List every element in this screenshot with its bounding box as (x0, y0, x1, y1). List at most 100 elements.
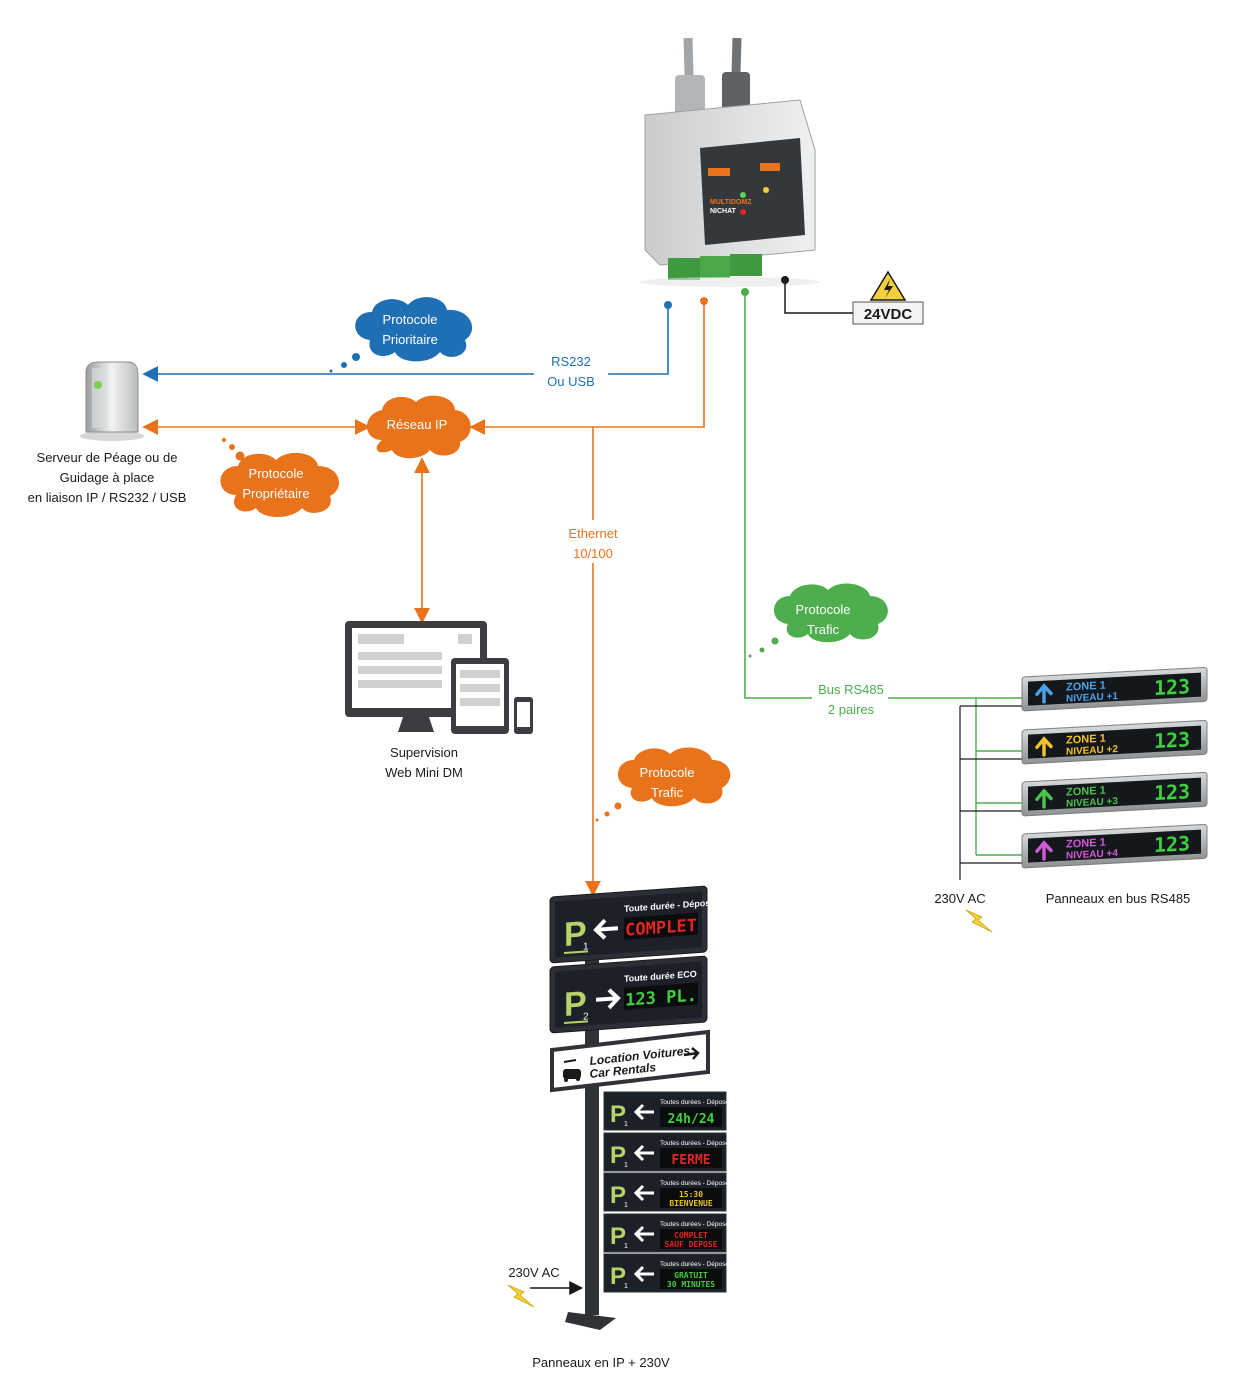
led-display-text: SAUF DEPOSE (665, 1240, 718, 1249)
ethernet-label-2: 10/100 (573, 546, 613, 561)
panel-screen (1028, 829, 1201, 863)
led-display (660, 1269, 722, 1289)
parking-sub: 1 (624, 1121, 628, 1128)
panel-zone: ZONE 1 (1066, 837, 1106, 851)
car-rental-sign: Location Voitures Car Rentals (550, 1029, 710, 1093)
device-brand: MULTIDOMZ (710, 199, 752, 206)
rs232-label-2: Ou USB (547, 374, 595, 389)
panel-niveau: NIVEAU +4 (1066, 848, 1118, 862)
panel-niveau: NIVEAU +2 (1066, 744, 1118, 758)
parking-p-letter: P (610, 1101, 626, 1128)
arrow-left-icon (633, 1144, 654, 1162)
sign-title: Toutes durées - Dépose (660, 1140, 729, 1147)
car-rental-line-2: Car Rentals (589, 1060, 657, 1081)
led-display (660, 1148, 722, 1168)
parking-sub: 1 (624, 1243, 628, 1250)
power-badge (852, 301, 924, 325)
rs485-power-label: 230V AC (934, 891, 985, 906)
arrow-left-icon (633, 1265, 654, 1283)
arrow-right-icon (596, 988, 621, 1010)
p-underline (564, 950, 588, 955)
led-display-text: 30 MINUTES (667, 1280, 715, 1289)
server-caption-line-1: Serveur de Péage ou de (37, 450, 178, 465)
ip-power: 230V AC (507, 1265, 584, 1308)
led-display (624, 912, 698, 940)
lightning-icon (507, 1284, 535, 1308)
led-display (624, 982, 698, 1010)
parking-p-letter: P (564, 984, 587, 1024)
power-label: 24VDC (864, 306, 913, 323)
cloud-protocole-proprietaire: Protocole Propriétaire (220, 438, 340, 517)
lightning-icon (965, 909, 993, 933)
arrow-right-icon (683, 1047, 700, 1060)
led-display-text: GRATUIT (674, 1271, 708, 1280)
panel-count: 123 (1154, 779, 1190, 805)
rs485-caption: Panneaux en bus RS485 (1046, 891, 1191, 906)
arrow-up-icon (1035, 683, 1053, 704)
arrow-up-icon (1035, 736, 1053, 757)
arrow-up-icon (1035, 788, 1053, 809)
ip-network-links: Ethernet 10/100 (142, 297, 708, 897)
parking-p-letter: P (610, 1142, 626, 1169)
cloud-trafic-ip-line-1: Protocole (640, 765, 695, 780)
rs485-bus-links: Bus RS485 2 paires (741, 288, 1030, 880)
panel-screen (1028, 672, 1201, 706)
cloud-protocole-trafic-ip: Protocole Trafic (595, 747, 731, 822)
panel-count: 123 (1154, 727, 1190, 753)
rs485-label-2: 2 paires (828, 702, 875, 717)
arrow-left-icon (633, 1103, 654, 1121)
cloud-proprietaire-line-2: Propriétaire (242, 486, 309, 501)
server-caption: Serveur de Péage ou de Guidage à place e… (28, 450, 187, 505)
panel-count: 123 (1154, 674, 1190, 700)
server-tower-icon (80, 361, 144, 441)
panel-count: 123 (1154, 831, 1190, 857)
led-display-text: COMPLET (674, 1231, 708, 1240)
supervision-caption-line-2: Web Mini DM (385, 765, 463, 780)
panel-niveau: NIVEAU +1 (1066, 691, 1118, 705)
cloud-trafic-bus-line-2: Trafic (807, 622, 840, 637)
led-display-text: FERME (671, 1153, 710, 1168)
sign-title: Toutes durées - Dépose (660, 1221, 729, 1228)
parking-sub: 1 (583, 941, 589, 952)
panel-zone: ZONE 1 (1066, 785, 1106, 799)
rs485-label-1: Bus RS485 (818, 682, 884, 697)
cloud-protocole-trafic-bus: Protocole Trafic (748, 583, 888, 658)
led-display (660, 1188, 722, 1208)
led-display (660, 1107, 722, 1127)
parking-p-letter: P (610, 1223, 626, 1250)
arrow-up-icon (1035, 840, 1053, 861)
parking-p-letter: P (564, 914, 587, 954)
parking-sub: 2 (583, 1011, 589, 1022)
arrow-left-icon (633, 1225, 654, 1243)
ip-power-label: 230V AC (508, 1265, 559, 1280)
panel-niveau: NIVEAU +3 (1066, 796, 1118, 810)
led-display (660, 1229, 722, 1249)
server-caption-line-3: en liaison IP / RS232 / USB (28, 490, 187, 505)
sign-title: Toutes durées - Dépose (660, 1180, 729, 1187)
car-rental-icon (563, 1059, 581, 1082)
supervision-caption-line-1: Supervision (390, 745, 458, 760)
sign-title: Toutes durées - Dépose (660, 1099, 729, 1106)
panel-zone: ZONE 1 (1066, 680, 1106, 694)
cloud-prioritaire-line-2: Prioritaire (382, 332, 438, 347)
cloud-trafic-bus-line-1: Protocole (796, 602, 851, 617)
cloud-proprietaire-line-1: Protocole (249, 466, 304, 481)
cloud-protocole-prioritaire: Protocole Prioritaire (329, 297, 473, 373)
arrow-left-icon (593, 918, 618, 940)
parking-sub: 1 (624, 1283, 628, 1290)
multi-device-screens-icon (345, 621, 533, 734)
rs232-label-1: RS232 (551, 354, 591, 369)
